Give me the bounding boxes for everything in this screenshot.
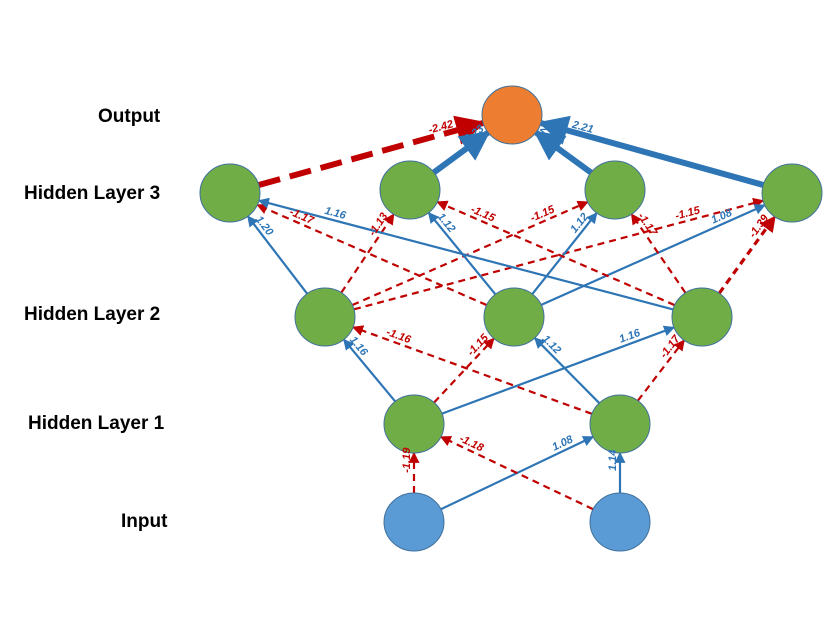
- edge-h3a-to-o: [258, 115, 487, 188]
- node-o: [481, 85, 543, 145]
- node-h3a: [199, 163, 261, 223]
- edge-h3c-to-o: [533, 130, 593, 175]
- layer-label-hidden3: Hidden Layer 3: [24, 183, 160, 204]
- edge-h1b-to-h2c: [636, 339, 686, 402]
- edge-h1a-to-h2c: [441, 325, 676, 415]
- edge-h3b-to-o: [432, 130, 491, 175]
- weight-label-h2c-to-h3d: -1.39: [747, 212, 772, 240]
- weight-label-h2b-to-h3a: -1.17: [288, 206, 317, 227]
- weight-label-h1b-to-h2c: -1.17: [658, 333, 683, 361]
- edge-h2a-to-h3a: [246, 215, 309, 295]
- layer-label-input: Input: [121, 511, 168, 532]
- weight-label-h3d-to-o: 2.21: [570, 119, 595, 137]
- edge-h1b-to-h2b: [533, 337, 601, 404]
- node-h3c: [584, 160, 646, 220]
- node-i1: [383, 492, 445, 552]
- edge-i2-to-h1a: [439, 435, 594, 511]
- node-h1b: [589, 394, 651, 454]
- edge-h3d-to-o: [537, 115, 764, 188]
- weight-label-h2a-to-h3d: -1.15: [674, 204, 702, 222]
- weight-label-i2-to-h1b: 1.14: [607, 449, 619, 470]
- node-h2b: [483, 287, 545, 347]
- layer-label-hidden2: Hidden Layer 2: [24, 304, 160, 325]
- edge-h1a-to-h2b: [433, 337, 495, 404]
- node-h2a: [294, 287, 356, 347]
- node-h3b: [379, 160, 441, 220]
- edge-h2a-to-h3c: [351, 200, 589, 307]
- edge-h1b-to-h2a: [352, 325, 593, 415]
- edge-h2a-to-h3d: [353, 197, 765, 311]
- edge-h2b-to-h3c: [531, 212, 598, 295]
- edge-h2c-to-h3a: [257, 197, 674, 311]
- node-h1a: [383, 394, 445, 454]
- edge-h2c-to-h3c: [630, 213, 687, 294]
- edge-h1a-to-h2a: [342, 338, 397, 403]
- layer-label-hidden1: Hidden Layer 1: [28, 413, 165, 434]
- node-i2: [589, 492, 651, 552]
- edge-h2b-to-h3d: [540, 204, 766, 306]
- node-h3d: [761, 163, 823, 223]
- edge-h2a-to-h3b: [340, 213, 395, 294]
- nodes: [199, 85, 823, 552]
- layer-label-output: Output: [98, 106, 161, 127]
- edge-h2b-to-h3a: [256, 203, 488, 307]
- edges: [246, 115, 777, 511]
- node-h2c: [671, 287, 733, 347]
- weight-label-h1b-to-h2b: 1.12: [540, 333, 564, 357]
- weight-label-i1-to-h1a: -1.19: [401, 447, 413, 473]
- edge-h2c-to-h3d: [717, 215, 777, 295]
- weight-label-h2c-to-h3a: 1.16: [323, 205, 348, 222]
